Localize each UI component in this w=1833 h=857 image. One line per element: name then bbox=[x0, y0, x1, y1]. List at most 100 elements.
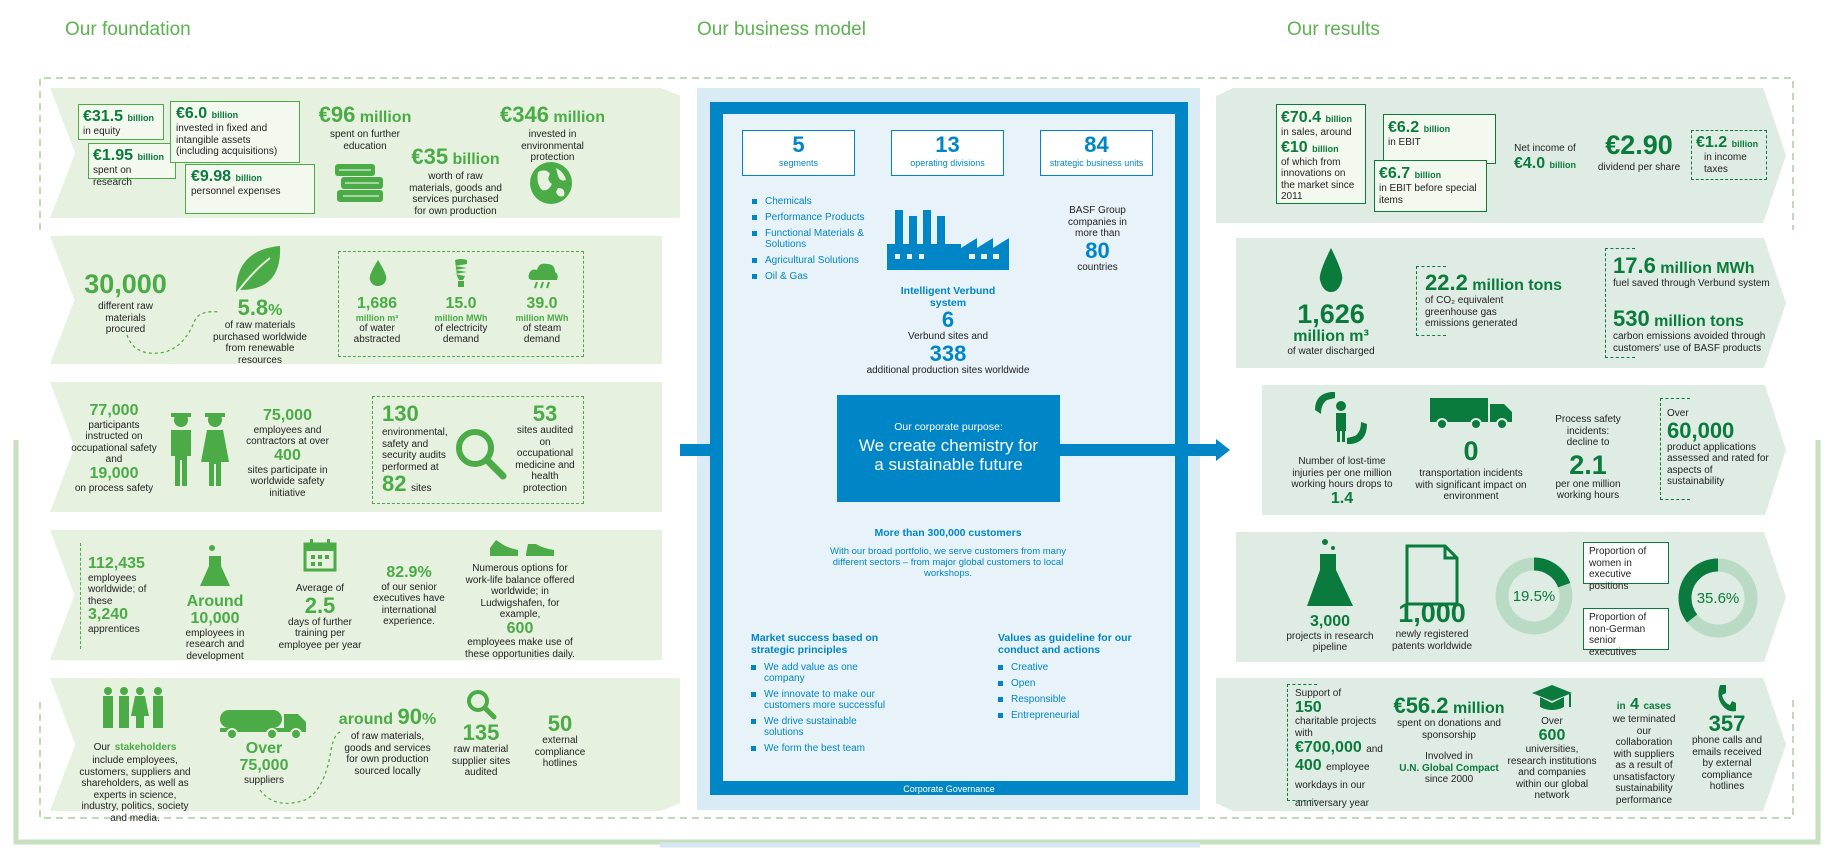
water-drop-icon-2 bbox=[1319, 248, 1343, 292]
business-units-label: strategic business units bbox=[1049, 158, 1144, 168]
research-unit: billion bbox=[137, 152, 165, 162]
production-sites-label: additional production sites worldwide bbox=[866, 364, 1030, 376]
transport-incidents-value: 0 bbox=[1463, 436, 1479, 466]
personnel-label: personnel expenses bbox=[191, 186, 281, 197]
water-value: 1,686 bbox=[356, 295, 398, 312]
group-companies-label: BASF Group companies in more than bbox=[1068, 205, 1127, 239]
personnel-unit: billion bbox=[235, 173, 263, 183]
books-icon bbox=[335, 164, 383, 202]
taxes-unit: billion bbox=[1731, 139, 1759, 149]
sales-value: €70.4 bbox=[1281, 109, 1322, 126]
applications-value: 60,000 bbox=[1667, 417, 1735, 443]
right-arrow-head bbox=[1216, 439, 1230, 461]
executives-label: of our senior executives have internatio… bbox=[373, 581, 445, 628]
business-units-value: 84 bbox=[1084, 132, 1109, 157]
ebit-special-value: €6.7 bbox=[1379, 165, 1411, 182]
ebit-special-unit: billion bbox=[1414, 170, 1442, 180]
safety-employees-label: employees and contractors at over bbox=[246, 424, 329, 448]
co2-stat: 22.2 million tons of CO₂ equivalent gree… bbox=[1425, 272, 1585, 330]
raw-purchase-unit: billion bbox=[452, 151, 500, 168]
workdays-value: 400 bbox=[1295, 757, 1322, 775]
header-business-model: Our business model bbox=[697, 19, 866, 40]
net-income-stat: Net income of €4.0 billion bbox=[1505, 143, 1585, 173]
resources-box bbox=[338, 251, 584, 357]
equity-box: €31.5 billion in equity bbox=[78, 104, 164, 140]
universities-label: universities, research institutions and … bbox=[1507, 744, 1597, 802]
header-results: Our results bbox=[1287, 19, 1380, 40]
personnel-box: €9.98 billion personnel expenses bbox=[185, 164, 315, 214]
suppliers-value: 75,000 bbox=[239, 756, 289, 774]
principle-item: We add value as one company bbox=[751, 662, 891, 684]
corporate-governance: Corporate Governance bbox=[903, 784, 995, 794]
savings-bracket bbox=[1605, 248, 1635, 358]
occupational-stat: 53 sites audited on occupational medicin… bbox=[508, 403, 582, 494]
injuries-stat: Number of lost-time injuries per one mil… bbox=[1284, 456, 1400, 507]
truck-icon bbox=[1430, 398, 1512, 430]
non-german-box: Proportion of non-German senior executiv… bbox=[1583, 608, 1669, 658]
verbund-label: Intelligent Verbund system bbox=[900, 285, 996, 309]
renewable-unit: % bbox=[268, 302, 283, 319]
local-sourcing-stat: around 90% of raw materials, goods and s… bbox=[330, 706, 445, 777]
participants-value: 77,000 bbox=[89, 402, 139, 419]
corporate-purpose-box: Our corporate purpose: We create chemist… bbox=[837, 395, 1060, 502]
employees-label: employees worldwide; of these bbox=[88, 572, 147, 607]
water-drop-icon bbox=[369, 260, 387, 286]
injuries-value: 1.4 bbox=[1330, 489, 1354, 507]
fixed-assets-label: invested in fixed and intangible assets … bbox=[176, 123, 278, 157]
carbon-avoided-value: 530 bbox=[1613, 306, 1650, 331]
ebit-special-label: in EBIT before special items bbox=[1379, 183, 1477, 206]
hotlines-stat: 50 external compliance hotlines bbox=[527, 713, 593, 770]
training-prefix: Average of bbox=[295, 583, 345, 594]
stakeholders-icon bbox=[103, 687, 163, 728]
fixed-assets-box: €6.0 billion invested in fixed and intan… bbox=[170, 101, 300, 163]
rd-prefix: Around bbox=[186, 593, 244, 610]
tanker-truck-icon bbox=[220, 710, 306, 740]
process-safety-incidents-label: Process safety incidents: decline to bbox=[1555, 414, 1621, 448]
dividend-stat: €2.90 dividend per share bbox=[1596, 132, 1682, 174]
sneakers-icon bbox=[490, 540, 554, 556]
graduation-cap-icon bbox=[1532, 685, 1572, 710]
customers-heading: More than 300,000 customers bbox=[874, 527, 1022, 539]
countries-value: 80 bbox=[1085, 237, 1110, 263]
results-row-5 bbox=[1216, 678, 1786, 811]
hotlines-value: 50 bbox=[547, 711, 573, 736]
safety-employees-value: 75,000 bbox=[263, 407, 312, 424]
purpose-statement: We create chemistry for a sustainable fu… bbox=[858, 436, 1039, 474]
donations-stat: €56.2 million spent on donations and spo… bbox=[1383, 695, 1515, 785]
audits-stat: 130 environmental, safety and security a… bbox=[382, 403, 458, 496]
patents-label: newly registered patents worldwide bbox=[1391, 629, 1473, 652]
segment-item: Oil & Gas bbox=[752, 271, 892, 282]
divisions-label: operating divisions bbox=[910, 158, 985, 168]
steam-label: of steam demand bbox=[522, 322, 562, 346]
stakeholders-bold: stakeholders bbox=[114, 742, 177, 753]
segments-value: 5 bbox=[792, 132, 805, 157]
safety-initiative-stat: 75,000 employees and contractors at over… bbox=[235, 407, 340, 499]
dividend-value: €2.90 bbox=[1605, 130, 1673, 160]
net-income-label: Net income of bbox=[1514, 143, 1576, 154]
executives-stat: 82.9% of our senior executives have inte… bbox=[372, 564, 446, 628]
employees-stat: 112,435 employees worldwide; of these 3,… bbox=[88, 555, 160, 636]
steam-unit: million MWh bbox=[515, 312, 569, 323]
audits-label: environmental, safety and security audit… bbox=[382, 427, 448, 473]
pipeline-value: 3,000 bbox=[1309, 613, 1351, 630]
innovation-unit: billion bbox=[1312, 143, 1339, 154]
compliance-calls-label: phone calls and emails received by exter… bbox=[1691, 735, 1763, 792]
dividend-label: dividend per share bbox=[1597, 162, 1681, 173]
results-row-3 bbox=[1262, 385, 1786, 515]
environment-label: invested in environmental protection bbox=[521, 129, 584, 163]
flask-icon-2 bbox=[1307, 539, 1353, 606]
women-donut: 19.5% bbox=[1495, 557, 1573, 635]
stakeholders-prefix: Our bbox=[93, 742, 111, 753]
steam-value: 39.0 bbox=[526, 295, 558, 312]
process-safety-incidents-value: 2.1 bbox=[1569, 449, 1607, 480]
education-stat: €96 million spent on further education bbox=[310, 104, 420, 152]
fuel-saved-stat: 17.6 million MWh fuel saved through Verb… bbox=[1613, 255, 1783, 290]
right-arrow-bar bbox=[1058, 444, 1218, 456]
equity-value: €31.5 bbox=[83, 108, 124, 125]
pipeline-label: projects in research pipeline bbox=[1286, 630, 1374, 654]
training-stat: Average of 2.5 days of further training … bbox=[278, 583, 362, 651]
leaf-icon bbox=[235, 246, 281, 295]
supplier-cases-unit: cases bbox=[1643, 701, 1672, 712]
steam-cloud-icon bbox=[528, 263, 558, 289]
work-life-value: 600 bbox=[506, 619, 534, 637]
